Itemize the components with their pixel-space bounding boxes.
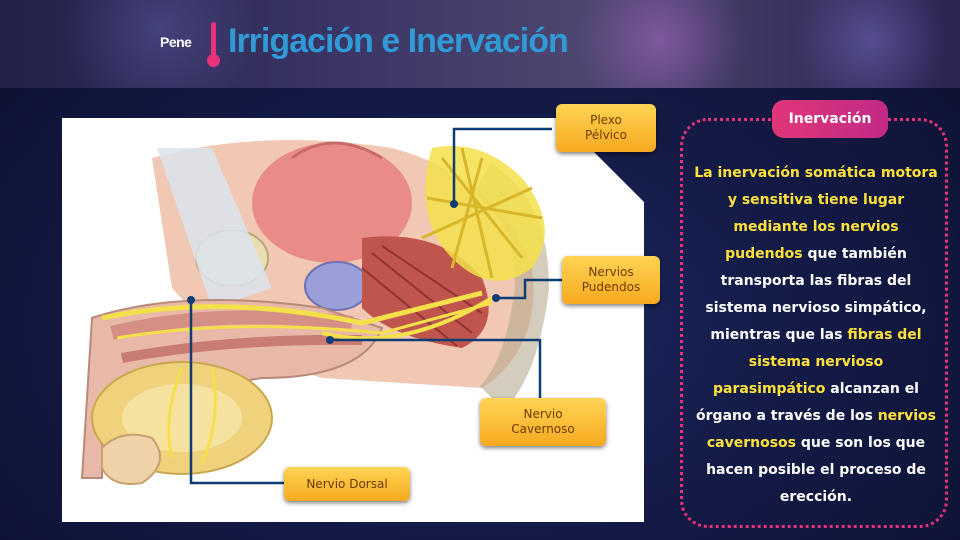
banner-glow <box>780 0 960 88</box>
text-segment: fibras del sistema nervioso parasimpátic… <box>713 327 922 397</box>
callout-nervio-cavernoso: Nervio Cavernoso <box>480 398 606 446</box>
banner-glow <box>40 0 280 88</box>
text-segment: nervios cavernosos <box>706 408 936 451</box>
anatomy-illustration <box>62 118 644 522</box>
section-label: Pene <box>160 34 192 50</box>
callout-nervio-dorsal: Nervio Dorsal <box>284 467 410 501</box>
text-segment: que son los que hacen posible el proceso… <box>706 435 926 505</box>
banner-glow <box>560 0 760 88</box>
callout-plexo-pelvico: Plexo Pélvico <box>556 104 656 152</box>
page-title: Irrigación e Inervación <box>228 22 569 60</box>
text-segment: alcanzan el órgano a través de los <box>696 381 919 424</box>
accent-marker-icon <box>211 22 216 60</box>
nerve-pudendal <box>321 296 494 341</box>
bladder <box>252 143 412 263</box>
panel-tag: Inervación <box>772 100 888 138</box>
nerve-dorsal <box>101 290 483 326</box>
corpus-cavernosum <box>110 310 353 340</box>
text-segment: La inervación somática motora y sensitiv… <box>694 165 938 262</box>
leader-cavernoso <box>330 338 542 402</box>
header-banner <box>0 0 960 88</box>
panel-text: La inervación somática motora y sensitiv… <box>694 160 938 511</box>
leader-dorsal <box>189 300 286 485</box>
text-segment: que también transporta las fibras del si… <box>705 246 927 343</box>
callout-nervios-pudendos: Nervios Pudendos <box>562 256 660 304</box>
glans <box>101 433 161 485</box>
leader-pudendos <box>496 278 562 300</box>
leader-plexo <box>452 127 552 204</box>
ligaments <box>157 148 272 308</box>
prostate <box>304 261 370 311</box>
accent-marker-dot-icon <box>207 54 220 67</box>
